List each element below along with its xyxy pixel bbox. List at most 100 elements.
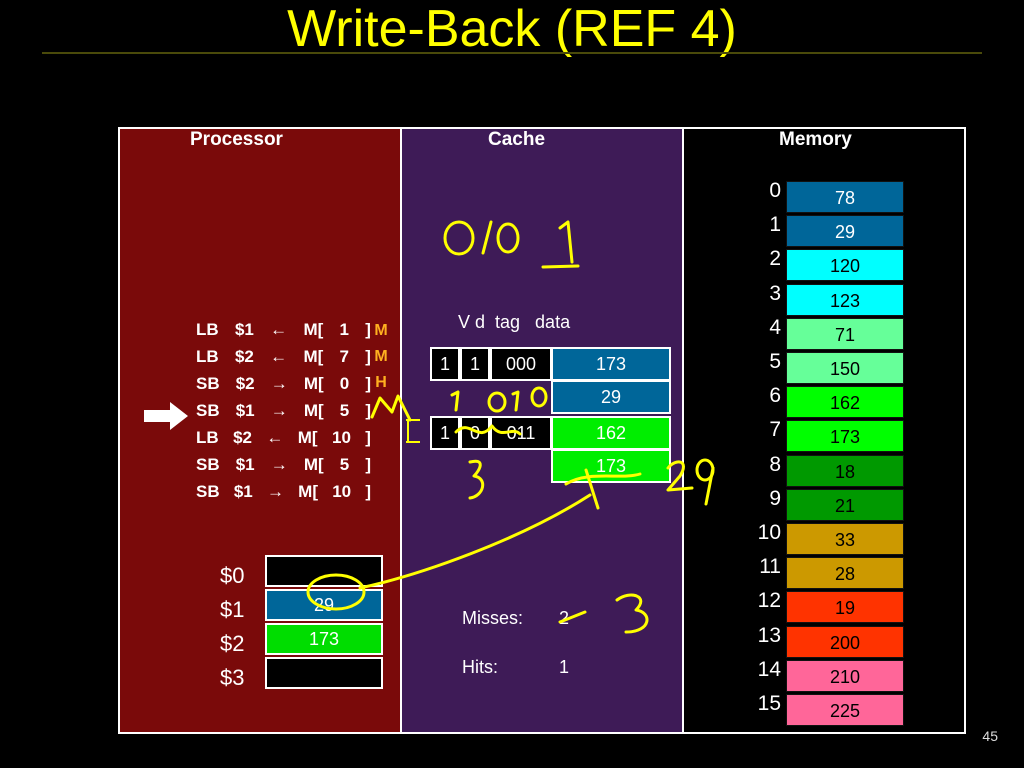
memory-address: 14 bbox=[757, 657, 781, 681]
instruction-close: ] bbox=[365, 401, 371, 420]
instruction-arrow: ← bbox=[270, 320, 288, 339]
instruction-close: ] bbox=[365, 374, 371, 393]
instruction-op: SB bbox=[196, 455, 220, 474]
instruction-row: SB $1 → M[ 10] bbox=[196, 482, 371, 502]
instruction-arrow: → bbox=[270, 374, 288, 393]
instruction-op: LB bbox=[196, 347, 219, 366]
memory-address: 15 bbox=[757, 692, 781, 715]
memory-address: 11 bbox=[759, 555, 781, 579]
instruction-mem-prefix: M[ bbox=[303, 455, 324, 474]
instruction-row: LB $2 ← M[ 7] bbox=[196, 347, 371, 367]
memory-address: 2 bbox=[769, 247, 781, 271]
instruction-register: $1 bbox=[234, 320, 254, 339]
misses-value: 2 bbox=[559, 608, 570, 628]
instruction-address: 7 bbox=[339, 347, 350, 366]
current-instruction-arrow-icon bbox=[144, 402, 188, 430]
register-value: 29 bbox=[265, 589, 383, 621]
instruction-result: H bbox=[375, 374, 387, 391]
memory-cell: 19 bbox=[786, 591, 904, 624]
instruction-arrow: → bbox=[266, 482, 284, 501]
memory-cell: 120 bbox=[786, 249, 904, 282]
instruction-mem-prefix: M[ bbox=[303, 374, 324, 393]
memory-cell: 210 bbox=[786, 659, 904, 692]
register-value bbox=[265, 555, 383, 587]
instruction-arrow: ← bbox=[266, 428, 284, 447]
instruction-close: ] bbox=[365, 482, 371, 501]
instruction-row: SB $1 → M[ 5] bbox=[196, 455, 371, 475]
instruction-close: ] bbox=[365, 428, 371, 447]
memory-address: 8 bbox=[769, 452, 781, 476]
memory-cell: 71 bbox=[786, 317, 904, 350]
instruction-op: SB bbox=[196, 482, 220, 501]
cache-valid-bit: 1 bbox=[430, 416, 460, 450]
instruction-register: $2 bbox=[234, 347, 254, 366]
slide-title: Write-Back (REF 4) bbox=[287, 0, 737, 58]
register-name: $0 bbox=[220, 563, 245, 588]
instruction-address: 5 bbox=[339, 401, 350, 420]
cache-header: V d tag data bbox=[458, 312, 571, 332]
instruction-address: 10 bbox=[332, 482, 352, 501]
cache-data-word: 162 bbox=[551, 416, 671, 450]
instruction-row: LB$2←M[10] bbox=[196, 428, 371, 448]
instruction-address: 5 bbox=[339, 455, 350, 474]
instruction-address: 0 bbox=[339, 374, 350, 393]
instruction-op: SB bbox=[196, 374, 220, 393]
instruction-address: 10 bbox=[331, 428, 351, 447]
instruction-close: ] bbox=[365, 347, 371, 366]
memory-cell: 200 bbox=[786, 625, 904, 658]
misses-label: Misses: bbox=[462, 608, 524, 628]
instruction-close: ] bbox=[365, 455, 371, 474]
memory-address: 4 bbox=[769, 315, 781, 339]
cache-data-word: 173 bbox=[551, 449, 671, 483]
memory-address: 3 bbox=[769, 281, 781, 305]
memory-cell: 21 bbox=[786, 488, 904, 521]
memory-cell: 225 bbox=[786, 694, 904, 726]
cache-data-word: 29 bbox=[551, 380, 671, 414]
slide-number: 45 bbox=[982, 728, 998, 744]
instruction-row: SB$1→M[5] bbox=[196, 401, 371, 421]
instruction-mem-prefix: M[ bbox=[298, 482, 318, 501]
instruction-register: $2 bbox=[235, 374, 255, 393]
register-value: 173 bbox=[265, 623, 383, 655]
memory-cell: 150 bbox=[786, 352, 904, 384]
cache-label: Cache bbox=[488, 129, 546, 150]
instruction-arrow: → bbox=[270, 455, 288, 474]
instruction-mem-prefix: M[ bbox=[303, 401, 324, 420]
memory-address: 0 bbox=[769, 179, 781, 202]
register-name: $2 bbox=[220, 631, 245, 656]
memory-cell: 123 bbox=[786, 283, 904, 316]
memory-cell: 173 bbox=[786, 420, 904, 453]
memory-address: 10 bbox=[757, 521, 781, 544]
cache-valid-bit: 1 bbox=[430, 347, 460, 381]
memory-address: 9 bbox=[769, 486, 781, 510]
instruction-address: 1 bbox=[339, 320, 350, 339]
instruction-arrow: ← bbox=[270, 347, 288, 366]
memory-address: 12 bbox=[757, 589, 781, 613]
hits-value: 1 bbox=[559, 657, 570, 677]
instruction-register: $1 bbox=[233, 482, 253, 501]
hits-label: Hits: bbox=[462, 657, 498, 677]
memory-label: Memory bbox=[779, 129, 852, 150]
memory-cell: 18 bbox=[786, 454, 904, 487]
cache-tag: 011 bbox=[490, 416, 552, 450]
instruction-mem-prefix: M[ bbox=[303, 320, 324, 339]
instruction-close: ] bbox=[365, 320, 371, 339]
instruction-arrow: → bbox=[270, 401, 288, 420]
processor-label: Processor bbox=[190, 129, 283, 150]
memory-address: 7 bbox=[769, 418, 781, 442]
instruction-register: $1 bbox=[235, 455, 255, 474]
instruction-row: SB $2 → M[ 0] bbox=[196, 374, 371, 394]
memory-cell: 78 bbox=[786, 181, 904, 213]
instruction-mem-prefix: M[ bbox=[303, 347, 324, 366]
cache-dirty-bit: 0 bbox=[460, 416, 490, 450]
memory-address: 1 bbox=[769, 213, 781, 237]
cache-data-word: 173 bbox=[551, 347, 671, 381]
register-name: $1 bbox=[220, 597, 245, 622]
memory-cell: 33 bbox=[786, 523, 904, 555]
instruction-row: LB$1←M[1] bbox=[196, 320, 371, 340]
instruction-result: M bbox=[374, 322, 388, 339]
instruction-register: $2 bbox=[233, 428, 252, 447]
title-divider bbox=[42, 52, 982, 54]
memory-cell: 28 bbox=[786, 557, 904, 590]
memory-address: 5 bbox=[769, 350, 781, 373]
